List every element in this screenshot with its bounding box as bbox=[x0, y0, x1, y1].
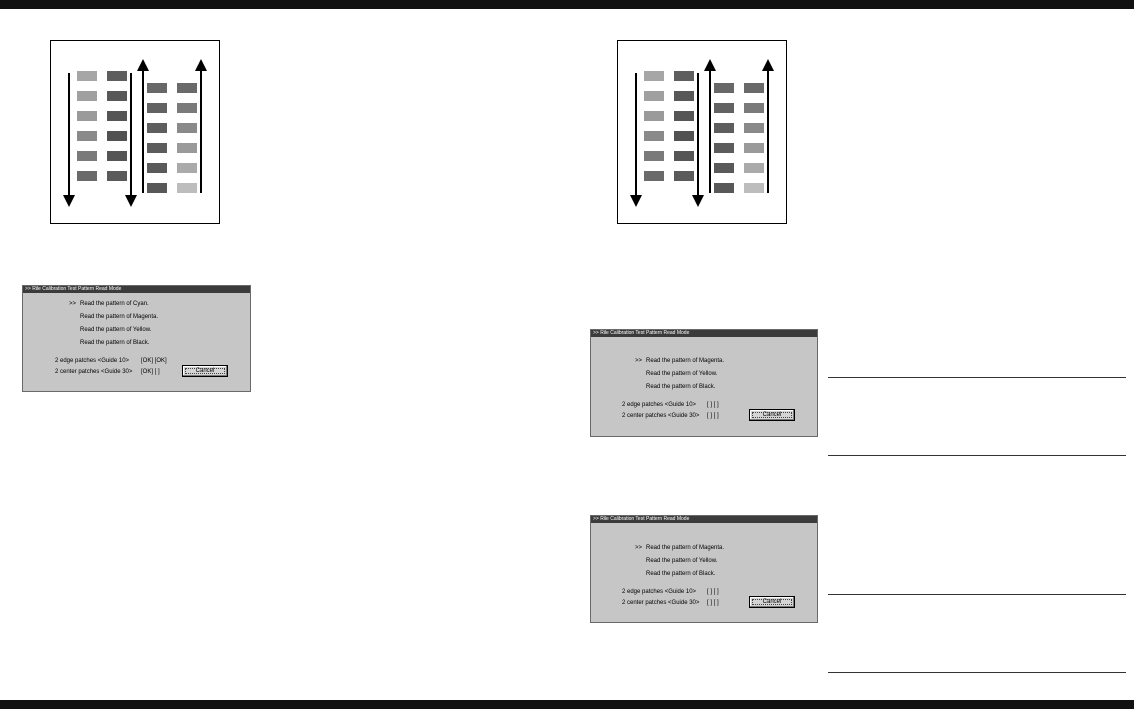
edge-patches-label: 2 edge patches <Guide 10> bbox=[622, 589, 697, 595]
center-patches-status: [ ] [ ] bbox=[707, 600, 719, 606]
edge-patches-label: 2 edge patches <Guide 10> bbox=[55, 358, 130, 364]
patch-column-3 bbox=[714, 83, 734, 193]
patch-column-1 bbox=[644, 71, 664, 181]
instruction-line: Read the pattern of Magenta. bbox=[646, 545, 725, 551]
instruction-line: Read the pattern of Black. bbox=[646, 384, 716, 390]
edge-patches-status: [ ] [ ] bbox=[707, 402, 719, 408]
dialog-title: >> Rile Calibration Test Pattern Read Mo… bbox=[591, 330, 817, 337]
divider-rule bbox=[828, 455, 1126, 456]
test-pattern-diagram bbox=[617, 40, 787, 224]
center-patches-status: [ ] [ ] bbox=[707, 413, 719, 419]
edge-patches-status: [OK] [OK] bbox=[141, 358, 167, 364]
patch-column-4 bbox=[744, 83, 764, 193]
cancel-button[interactable]: Cancel bbox=[749, 596, 795, 608]
test-pattern-drawing bbox=[630, 59, 774, 207]
calibration-read-dialog: >> Rile Calibration Test Pattern Read Mo… bbox=[590, 515, 818, 623]
patch-column-2 bbox=[107, 71, 127, 181]
instruction-line: Read the pattern of Yellow. bbox=[80, 327, 152, 333]
center-patches-status: [OK] [ ] bbox=[141, 369, 160, 375]
test-pattern-diagram bbox=[50, 40, 220, 224]
patch-column-1 bbox=[77, 71, 97, 181]
instruction-line: Read the pattern of Magenta. bbox=[80, 314, 159, 320]
patch-column-2 bbox=[674, 71, 694, 181]
center-patches-label: 2 center patches <Guide 30> bbox=[55, 369, 133, 375]
patch-column-4 bbox=[177, 83, 197, 193]
dialog-title: >> Rile Calibration Test Pattern Read Mo… bbox=[591, 516, 817, 523]
divider-rule bbox=[828, 377, 1126, 378]
edge-patches-label: 2 edge patches <Guide 10> bbox=[622, 402, 697, 408]
instruction-line: Read the pattern of Black. bbox=[80, 340, 150, 346]
divider-rule bbox=[828, 594, 1126, 595]
instruction-line: Read the pattern of Yellow. bbox=[646, 371, 718, 377]
calibration-read-dialog: >> Rile Calibration Test Pattern Read Mo… bbox=[22, 285, 251, 392]
center-patches-label: 2 center patches <Guide 30> bbox=[622, 413, 700, 419]
instruction-line: Read the pattern of Yellow. bbox=[646, 558, 718, 564]
test-pattern-drawing bbox=[63, 59, 207, 207]
dialog-title: >> Rile Calibration Test Pattern Read Mo… bbox=[23, 286, 250, 293]
cancel-button[interactable]: Cancel bbox=[182, 365, 228, 377]
patch-column-3 bbox=[147, 83, 167, 193]
instruction-line: Read the pattern of Cyan. bbox=[80, 301, 149, 307]
current-step-marker: >> bbox=[69, 301, 77, 307]
current-step-marker: >> bbox=[635, 545, 643, 551]
current-step-marker: >> bbox=[635, 358, 643, 364]
top-bar bbox=[0, 0, 1134, 9]
edge-patches-status: [ ] [ ] bbox=[707, 589, 719, 595]
instruction-line: Read the pattern of Magenta. bbox=[646, 358, 725, 364]
calibration-read-dialog: >> Rile Calibration Test Pattern Read Mo… bbox=[590, 329, 818, 437]
center-patches-label: 2 center patches <Guide 30> bbox=[622, 600, 700, 606]
bottom-bar bbox=[0, 700, 1134, 709]
instruction-line: Read the pattern of Black. bbox=[646, 571, 716, 577]
cancel-button[interactable]: Cancel bbox=[749, 409, 795, 421]
divider-rule bbox=[828, 672, 1126, 673]
